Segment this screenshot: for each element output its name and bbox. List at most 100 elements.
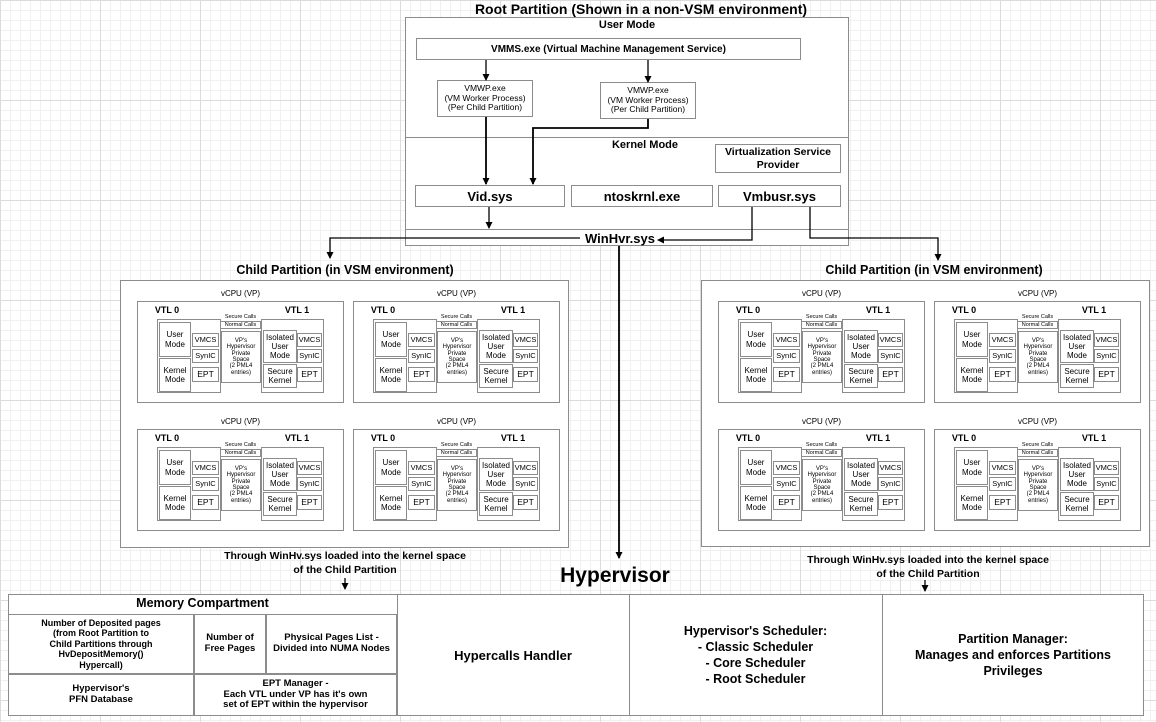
vtl0-synic[interactable]: SynIC	[408, 349, 435, 363]
vtl1-ept[interactable]: EPT	[1094, 495, 1119, 510]
ntoskrnl-box[interactable]: ntoskrnl.exe	[571, 185, 713, 207]
vtl0-synic[interactable]: SynIC	[192, 477, 219, 491]
vtl0-synic[interactable]: SynIC	[773, 349, 800, 363]
vtl0-vmcs[interactable]: VMCS	[408, 461, 435, 475]
normal-calls-label[interactable]: Normal Calls	[220, 321, 261, 329]
vtl0-vmcs[interactable]: VMCS	[989, 461, 1016, 475]
vmwp-box-left[interactable]: VMWP.exe (VM Worker Process) (Per Child …	[437, 80, 533, 117]
vsp-box[interactable]: Virtualization Service Provider	[715, 144, 841, 173]
vtl0-vmcs[interactable]: VMCS	[989, 333, 1016, 347]
vtl1-synic[interactable]: SynIC	[878, 349, 903, 363]
vtl1-vmcs[interactable]: VMCS	[878, 461, 903, 475]
vtl0-ept[interactable]: EPT	[989, 495, 1016, 510]
physical-pages-cell[interactable]: Physical Pages List - Divided into NUMA …	[266, 614, 397, 674]
vtl1-ept[interactable]: EPT	[878, 495, 903, 510]
vtl1-vmcs[interactable]: VMCS	[878, 333, 903, 347]
vtl0-vmcs[interactable]: VMCS	[192, 333, 219, 347]
vtl0-vmcs[interactable]: VMCS	[408, 333, 435, 347]
vid-sys-box[interactable]: Vid.sys	[415, 185, 565, 207]
winhvr-sys-label[interactable]: WinHvr.sys	[585, 231, 655, 246]
vtl0-ept[interactable]: EPT	[773, 367, 800, 382]
ept-manager-cell[interactable]: EPT Manager - Each VTL under VP has it's…	[194, 674, 397, 716]
vmwp-box-right[interactable]: VMWP.exe (VM Worker Process) (Per Child …	[600, 82, 696, 119]
vtl0-vmcs[interactable]: VMCS	[192, 461, 219, 475]
vtl0-ept[interactable]: EPT	[773, 495, 800, 510]
deposited-pages-cell[interactable]: Number of Deposited pages (from Root Par…	[8, 614, 194, 674]
normal-calls-label[interactable]: Normal Calls	[801, 321, 842, 329]
free-pages-cell[interactable]: Number of Free Pages	[194, 614, 266, 674]
hypervisor-scheduler[interactable]: Hypervisor's Scheduler: - Classic Schedu…	[629, 594, 882, 716]
normal-calls-label[interactable]: Normal Calls	[801, 449, 842, 457]
vtl1-synic[interactable]: SynIC	[513, 477, 538, 491]
pfn-database-cell[interactable]: Hypervisor's PFN Database	[8, 674, 194, 716]
vmbusr-sys-box[interactable]: Vmbusr.sys	[718, 185, 841, 207]
vtl0-synic[interactable]: SynIC	[408, 477, 435, 491]
normal-calls-label[interactable]: Normal Calls	[1017, 449, 1058, 457]
vtl0-synic[interactable]: SynIC	[773, 477, 800, 491]
vtl1-synic[interactable]: SynIC	[878, 477, 903, 491]
vtl1-synic[interactable]: SynIC	[1094, 477, 1119, 491]
vtl1-synic[interactable]: SynIC	[513, 349, 538, 363]
vtl1-synic[interactable]: SynIC	[1094, 349, 1119, 363]
vtl1-vmcs[interactable]: VMCS	[297, 461, 322, 475]
vtl0-ept[interactable]: EPT	[989, 367, 1016, 382]
normal-calls-label[interactable]: Normal Calls	[220, 449, 261, 457]
normal-calls-label[interactable]: Normal Calls	[436, 449, 477, 457]
vtl1-vmcs[interactable]: VMCS	[513, 333, 538, 347]
vtl1-synic[interactable]: SynIC	[297, 477, 322, 491]
partition-manager[interactable]: Partition Manager: Manages and enforces …	[882, 594, 1144, 716]
vtl1-ept[interactable]: EPT	[1094, 367, 1119, 382]
vtl1-ept[interactable]: EPT	[878, 367, 903, 382]
vtl1-ept[interactable]: EPT	[297, 367, 322, 382]
normal-calls-label[interactable]: Normal Calls	[1017, 321, 1058, 329]
vtl1-ept[interactable]: EPT	[297, 495, 322, 510]
vtl0-vmcs[interactable]: VMCS	[773, 461, 800, 475]
vtl0-ept[interactable]: EPT	[408, 367, 435, 382]
vtl0-ept[interactable]: EPT	[192, 495, 219, 510]
vtl1-ept[interactable]: EPT	[513, 367, 538, 382]
vmms-box[interactable]: VMMS.exe (Virtual Machine Management Ser…	[416, 38, 801, 60]
hypercalls-handler[interactable]: Hypercalls Handler	[454, 647, 572, 663]
vtl0-synic[interactable]: SynIC	[192, 349, 219, 363]
normal-calls-label[interactable]: Normal Calls	[436, 321, 477, 329]
vtl0-ept[interactable]: EPT	[192, 367, 219, 382]
vtl1-vmcs[interactable]: VMCS	[1094, 461, 1119, 475]
